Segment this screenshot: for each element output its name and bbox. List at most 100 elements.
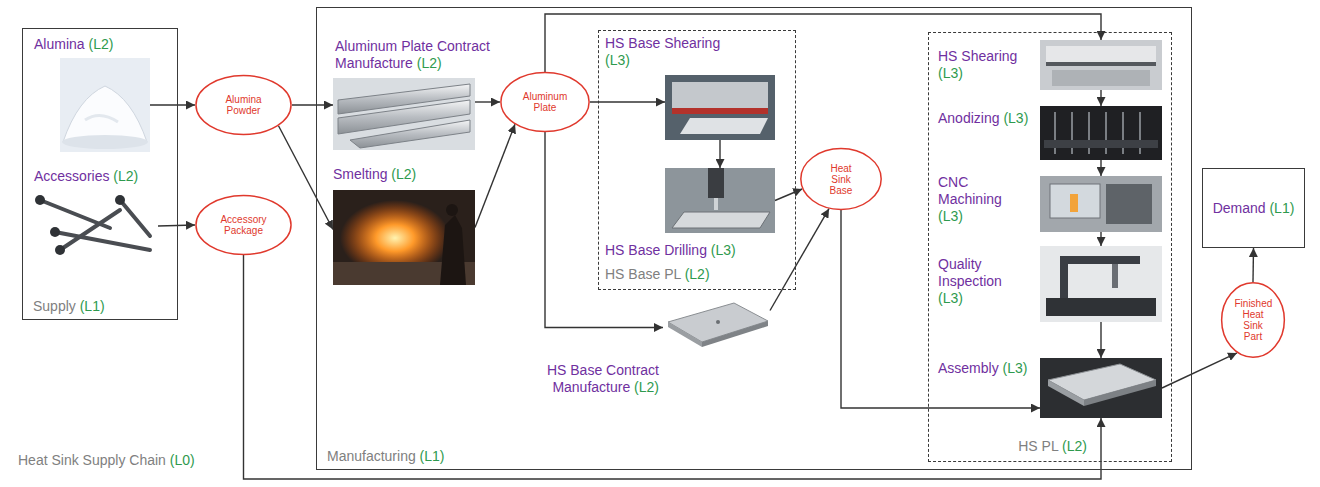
node-title: Anodizing [938,110,1000,126]
level-box: Aluminum Plate Contract Manufacture (L2)… [316,7,1192,470]
node-title: Demand [1213,200,1266,216]
oval-outline-shape [1222,283,1285,357]
base-shearing-photo-part [680,118,768,134]
screws-photo [35,195,150,255]
material-oval: Heat Sink Base [800,148,882,210]
level-tag: (L3) [1003,110,1028,126]
process-node: HS Base Drilling (L3) [665,168,775,233]
flow-arrow [1100,90,1101,106]
material-name: Aluminum Plate [523,91,567,113]
node-title: Alumina [34,36,85,52]
oval-label: Finished Heat Sink Part [1235,298,1272,342]
level-tag: (L0) [170,452,195,468]
node-heading: HS Base Shearing (L3) [605,35,727,69]
oval-outline-shape [801,149,881,210]
level-box: Alumina (L2) Accessories (L2) Supply (L1) [22,28,178,320]
flow-arrow [1162,353,1237,388]
oval-label: Accessory Package [219,214,268,236]
anodizing-photo-part [1040,106,1162,160]
node-title: HS Base Drilling [605,242,707,258]
product-line-box: HS Shearing (L3)Anodizing (L3)CNC Machin… [928,32,1172,462]
node-title: CNC Machining [938,174,1002,207]
node-heading: CNC Machining (L3) [938,174,1030,225]
node-heading: Manufacturing (L1) [327,448,445,465]
node-heading: Demand (L1) [1213,200,1295,217]
screws-photo-part-part [55,232,150,250]
process-node: Quality Inspection (L3) [1040,246,1162,322]
node-title: Quality Inspection [938,256,1002,289]
alumina-powder-photo-part [62,135,148,149]
oval-outline-shape [196,196,291,255]
alumina-powder-photo-part [63,86,147,142]
level-tag: (L3) [605,52,630,68]
material-oval: Alumina Powder [195,75,292,135]
node-heading: Quality Inspection (L3) [938,256,1030,307]
quality-inspection-photo-part [1112,264,1118,288]
heat-sink-base-photo-part [702,321,768,347]
level-tag: (L3) [938,290,963,306]
process-node: Smelting (L2) [333,190,475,285]
node-heading: Alumina (L2) [34,36,113,53]
process-node: CNC Machining (L3) [1040,176,1162,232]
node-heading: Supply (L1) [33,298,105,315]
flow-arrow [770,209,829,311]
node-title: HS Base Shearing [605,35,720,51]
oval-outline-shape [196,76,291,135]
node-heading: HS Shearing (L3) [938,48,1030,82]
node-title: HS Shearing [938,48,1017,64]
smelting-photo-part [440,215,466,285]
base-drilling-photo-part [672,212,770,228]
node-heading: Accessories (L2) [34,168,138,185]
level-tag: (L2) [417,55,442,71]
process-node: Anodizing (L3) [1040,106,1162,160]
node-heading: Anodizing (L3) [938,110,1030,127]
screws-photo-part-part [115,195,125,205]
node-title: Accessories [34,168,109,184]
flow-arrow [719,140,720,168]
oval-label: Alumina Powder [219,94,268,116]
material-name: Alumina Powder [225,94,261,116]
flow-arrow [475,124,515,227]
flow-arrow [775,189,802,201]
material-oval: Accessory Package [195,195,292,255]
shearing-photo-part [1046,46,1156,62]
screws-photo-part-part [55,245,65,255]
flow-arrow [1100,160,1101,176]
level-tag: (L2) [88,36,113,52]
level-tag: (L1) [80,298,105,314]
flow-arrow [590,101,665,102]
base-drilling-photo [665,168,775,233]
level-tag: (L2) [685,266,710,282]
screws-photo-part-part [50,227,60,237]
flow-arrow [841,210,1040,408]
screws-photo-part [35,195,125,255]
aluminum-plates-photo [333,78,475,150]
level-tag: (L3) [938,208,963,224]
material-name: Heat Sink Base [830,163,853,196]
screws-photo-part [40,200,150,250]
flow-arrow [545,132,663,328]
flow-arrow [150,104,195,105]
chain-name: Heat Sink Supply Chain [18,452,166,468]
process-node: HS Base Shearing (L3) [665,75,775,140]
heat-sink-base-photo-part [716,320,720,324]
cnc-machining-photo-part [1070,194,1078,212]
heat-sink-base-photo-part [668,322,702,347]
flow-arrow [1100,322,1101,358]
cnc-machining-photo [1040,176,1162,232]
node-title: HS PL [1018,438,1058,454]
node-heading: HS Base PL (L2) [605,266,710,283]
node-title: Aluminum Plate Contract Manufacture [335,38,490,71]
level-tag: (L1) [420,448,445,464]
cnc-machining-photo-part [1040,176,1162,232]
shearing-photo [1040,40,1162,90]
smelting-photo-part [446,204,458,216]
node-title: Smelting [333,166,387,182]
node-heading: Smelting (L2) [333,166,416,183]
flow-arrow [545,14,1101,72]
base-shearing-photo [665,75,775,140]
cnc-machining-photo-part [1050,184,1100,218]
oval-label: Heat Sink Base [821,163,862,196]
